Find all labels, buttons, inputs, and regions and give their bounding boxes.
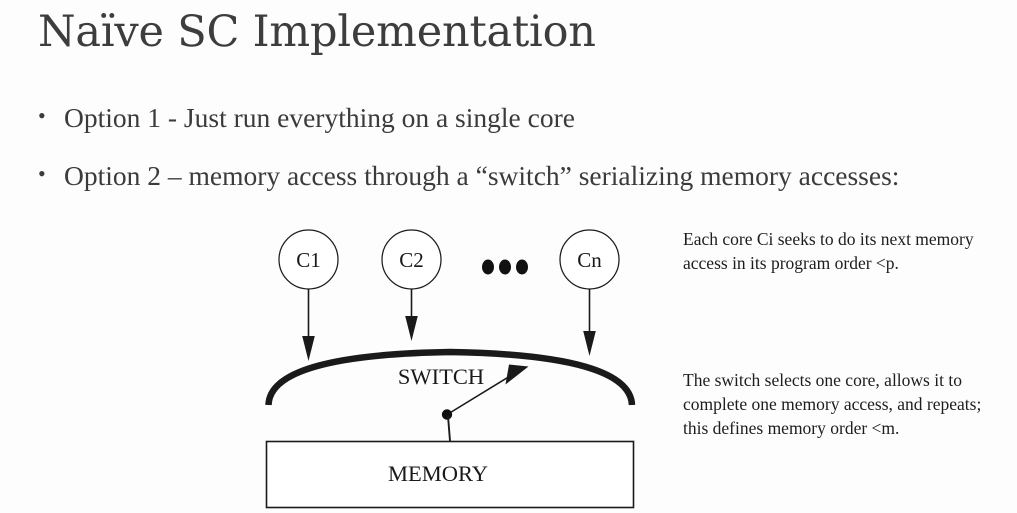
selector-arm-shaft bbox=[447, 372, 516, 415]
ellipsis-dot bbox=[516, 259, 528, 275]
bullet-marker-icon: • bbox=[38, 161, 46, 186]
bullet-item-1: • Option 1 - Just run everything on a si… bbox=[38, 100, 938, 135]
arrow-c1-to-switch bbox=[302, 289, 315, 361]
arrow-head bbox=[405, 316, 418, 341]
bullet-text-2: Option 2 – memory access through a “swit… bbox=[64, 160, 900, 191]
arrow-c2-to-switch bbox=[405, 289, 418, 341]
core-node-c2: C2 bbox=[381, 229, 442, 290]
core-node-c1: C1 bbox=[278, 229, 339, 290]
switch-selector-arm bbox=[441, 364, 529, 442]
arrow-head bbox=[302, 336, 315, 361]
arrow-cn-to-switch bbox=[583, 289, 596, 356]
arrow-head bbox=[583, 331, 596, 356]
core-circle-cn bbox=[559, 229, 620, 290]
bullet-marker-icon: • bbox=[38, 103, 46, 128]
core-circle-c2 bbox=[381, 229, 442, 290]
note-memory-order: The switch selects one core, allows it t… bbox=[683, 370, 982, 438]
core-label-c1: C1 bbox=[296, 248, 321, 272]
switch-label: SWITCH bbox=[398, 364, 484, 389]
selector-arm-head bbox=[505, 364, 529, 385]
ellipsis-dot bbox=[499, 259, 511, 275]
bullet-item-2: • Option 2 – memory access through a “sw… bbox=[38, 158, 968, 193]
page-title: Naïve SC Implementation bbox=[38, 7, 596, 57]
switch-arc bbox=[265, 348, 636, 406]
selector-pivot-stem bbox=[447, 415, 451, 442]
ellipsis-dots-icon bbox=[482, 259, 528, 275]
note-program-order: Each core Ci seeks to do its next memory… bbox=[683, 229, 974, 273]
bullet-text-1: Option 1 - Just run everything on a sing… bbox=[64, 102, 575, 133]
ellipsis-dot bbox=[482, 259, 494, 275]
core-node-cn: Cn bbox=[559, 229, 620, 290]
memory-label: MEMORY bbox=[388, 461, 488, 486]
memory-box bbox=[265, 440, 635, 509]
core-label-cn: Cn bbox=[577, 248, 602, 272]
core-circle-c1 bbox=[278, 229, 339, 290]
core-label-c2: C2 bbox=[399, 248, 424, 272]
selector-pivot-dot bbox=[441, 409, 453, 420]
